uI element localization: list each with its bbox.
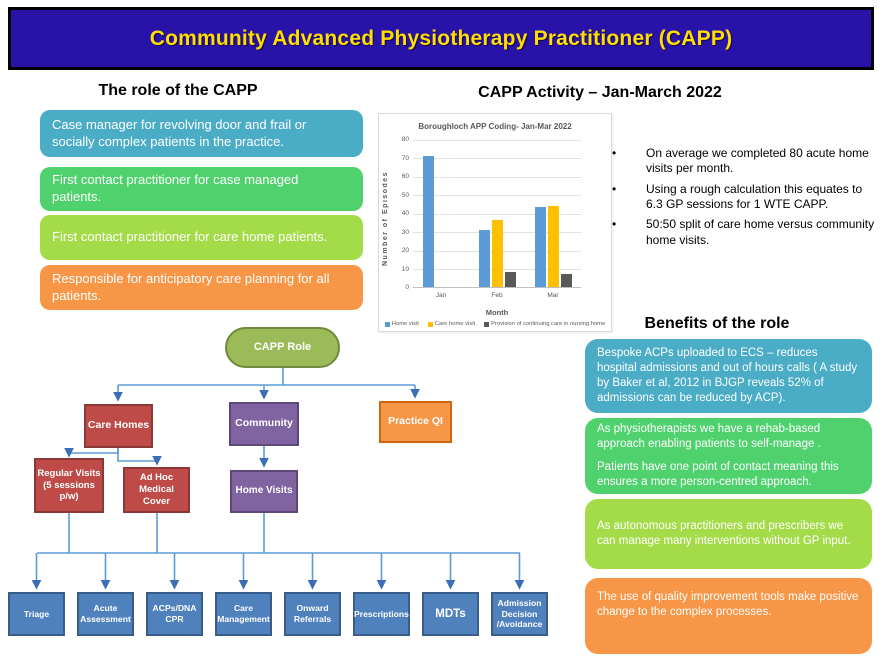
flow-leaf-onward-referrals: Onward Referrals	[284, 592, 341, 636]
bullet-icon: •	[612, 217, 617, 232]
legend-item: Provision of continuing care in nursing …	[484, 321, 605, 327]
role-box-text: First contact practitioner for care home…	[52, 229, 328, 245]
chart-gridline	[413, 139, 581, 141]
legend-swatch-icon	[384, 321, 390, 327]
flow-node-home-visits: Home Visits	[230, 470, 298, 513]
legend-label: Care home visit	[434, 321, 476, 327]
chart-gridline	[413, 195, 581, 196]
chart-y-tick: 60	[401, 173, 409, 180]
bar-care-home-visit	[491, 220, 503, 287]
bar-home-visit	[534, 207, 546, 287]
chart-y-tick: 70	[401, 154, 409, 162]
chart-x-axis-label: Month	[485, 308, 509, 317]
chart-y-tick: 20	[401, 247, 409, 254]
bar-provision-of-continuing-care-in-nursing-home	[504, 272, 516, 287]
chart-plot-area	[413, 139, 581, 288]
bar-provision-of-continuing-care-in-nursing-home	[560, 274, 572, 287]
flow-leaf-acps-dna-cpr: ACPs/DNA CPR	[146, 592, 203, 636]
benefits-section-heading: Benefits of the role	[644, 315, 790, 332]
flow-leaf-mdts: MDTs	[422, 592, 479, 636]
flow-leaf-triage: Triage	[8, 592, 65, 636]
chart-bar-group-jan	[413, 140, 469, 287]
role-box-first-contact-case-managed: First contact practitioner for case mana…	[40, 167, 363, 211]
flow-leaf-acute-assessment: Acute Assessment	[77, 592, 134, 636]
chart-x-tick: Feb	[491, 292, 503, 299]
chart-bar-group-mar	[525, 140, 581, 287]
chart-gridline	[413, 213, 581, 215]
benefit-box-rehab-approach: As physiotherapists we have a rehab-base…	[585, 418, 872, 494]
benefit-box-quality-improvement: The use of quality improvement tools mak…	[585, 578, 872, 654]
legend-label: Provision of continuing care in nursing …	[491, 321, 606, 327]
benefit-text: Patients have one point of contact meani…	[597, 461, 839, 488]
activity-section-heading: CAPP Activity – Jan-March 2022	[478, 84, 722, 101]
flow-node-capp-role: CAPP Role	[225, 327, 340, 368]
flow-node-care-homes: Care Homes	[84, 404, 153, 448]
page-title: Community Advanced Physiotherapy Practit…	[149, 26, 733, 50]
chart-y-tick: 40	[401, 210, 409, 217]
benefit-text: As autonomous practitioners and prescrib…	[597, 520, 851, 547]
flow-leaf-care-management: Care Management	[215, 592, 272, 636]
flow-leaf-admission-decision: Admission Decision /Avoidance	[491, 592, 548, 636]
activity-bar-chart: Boroughloch APP Coding- Jan-Mar 2022 Num…	[378, 113, 612, 332]
chart-y-tick: 80	[401, 136, 409, 143]
chart-title: Boroughloch APP Coding- Jan-Mar 2022	[418, 122, 572, 131]
role-box-text: First contact practitioner for case mana…	[52, 172, 299, 204]
bullet-item: • Using a rough calculation this equates…	[612, 182, 880, 213]
chart-y-tick: 30	[401, 228, 409, 236]
chart-y-tick: 10	[401, 265, 409, 273]
flow-node-practice-qi: Practice QI	[379, 401, 452, 443]
role-box-text: Case manager for revolving door and frai…	[52, 116, 307, 149]
title-banner: Community Advanced Physiotherapy Practit…	[8, 7, 874, 70]
bullet-text: 50:50 split of care home versus communit…	[646, 217, 875, 247]
bar-home-visit	[478, 229, 490, 287]
chart-y-tick: 0	[405, 284, 409, 291]
benefit-text: As physiotherapists we have a rehab-base…	[597, 423, 821, 451]
bullet-text: On average we completed 80 acute home vi…	[646, 146, 869, 176]
legend-swatch-icon	[427, 321, 433, 327]
role-box-case-manager: Case manager for revolving door and frai…	[40, 110, 363, 157]
bullet-text: Using a rough calculation this equates t…	[646, 181, 863, 212]
chart-bar-group-feb	[469, 140, 525, 287]
benefit-box-acps-ecs: Bespoke ACPs uploaded to ECS – reduces h…	[585, 339, 872, 413]
chart-legend: Home visit Care home visit Provision of co…	[379, 321, 611, 327]
bar-home-visit	[422, 155, 434, 287]
chart-x-ticks: Jan Feb Mar	[413, 292, 581, 299]
bullet-item: • On average we completed 80 acute home …	[612, 146, 880, 177]
legend-swatch-icon	[484, 321, 490, 327]
flow-node-community: Community	[229, 402, 299, 446]
role-box-text: Responsible for anticipatory care planni…	[52, 270, 330, 303]
chart-y-tick: 50	[401, 191, 409, 199]
legend-item: Care home visit	[427, 321, 476, 327]
role-box-first-contact-care-home: First contact practitioner for care home…	[40, 215, 363, 260]
legend-label: Home visit	[391, 321, 419, 327]
bar-care-home-visit	[547, 205, 559, 287]
chart-x-tick: Jan	[435, 292, 447, 299]
flow-leaf-prescriptions: Prescriptions	[353, 592, 410, 636]
chart-gridline	[413, 158, 581, 159]
bullet-icon: •	[612, 181, 617, 196]
role-box-anticipatory-care: Responsible for anticipatory care planni…	[40, 265, 363, 310]
benefit-text: The use of quality improvement tools mak…	[597, 591, 859, 618]
benefit-box-autonomous-practitioners: As autonomous practitioners and prescrib…	[585, 499, 872, 569]
activity-bullet-list: • On average we completed 80 acute home …	[612, 146, 880, 253]
flow-node-regular-visits: Regular Visits (5 sessions p/w)	[34, 458, 104, 513]
benefit-text: Bespoke ACPs uploaded to ECS – reduces h…	[597, 347, 858, 404]
bullet-item: • 50:50 split of care home versus commun…	[612, 217, 880, 248]
legend-item: Home visit	[384, 321, 419, 327]
chart-y-axis-label: Number of Episodes	[382, 170, 389, 266]
chart-gridline	[413, 176, 581, 178]
flow-node-adhoc-medical-cover: Ad Hoc Medical Cover	[123, 467, 190, 513]
role-section-heading: The role of the CAPP	[98, 82, 258, 99]
bullet-icon: •	[612, 146, 617, 160]
chart-x-tick: Mar	[547, 292, 559, 299]
